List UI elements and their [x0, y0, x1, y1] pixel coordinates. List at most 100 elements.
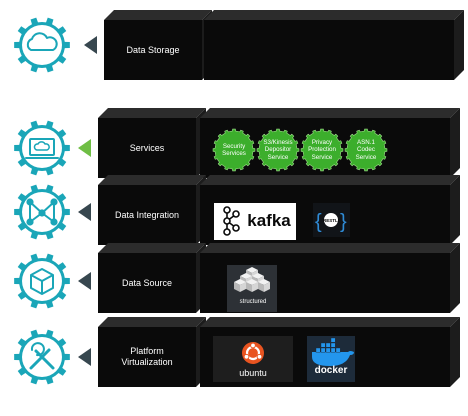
service-badge-label: ASN.1 Codec Service [355, 139, 377, 161]
slab-top-face [204, 10, 464, 20]
structured-logo [227, 265, 277, 312]
slab-front-face [98, 118, 196, 178]
restli-wordmark: RESTLI [322, 217, 339, 223]
docker-container [330, 342, 336, 348]
ubuntu-friend-dot [243, 353, 250, 360]
ubuntu-wordmark: ubuntu [239, 368, 267, 378]
laptop-screen [29, 138, 55, 156]
service-badge [256, 128, 300, 172]
docker-container [335, 347, 341, 353]
layer-label-data-integration: Data Integration [114, 209, 180, 220]
tools-icon [29, 342, 55, 370]
slab-front-face [104, 20, 202, 80]
docker-container [330, 337, 336, 343]
slab-top-face [200, 175, 460, 185]
slab-side-face [450, 108, 460, 178]
layer-label-data-storage: Data Storage [126, 44, 180, 55]
cloud-shape [26, 32, 58, 51]
service-badge-label: S3/Kinesis Depositor Service [263, 139, 293, 161]
slab-top-face [200, 108, 460, 118]
docker-container [315, 347, 321, 353]
slab-side-face [450, 243, 460, 313]
kafka-wordmark: kafka [247, 211, 291, 230]
slab-front-face [98, 253, 196, 313]
slab-side-face [450, 317, 460, 387]
docker-container [330, 347, 336, 353]
kafka-node [232, 224, 240, 232]
kafka-node [223, 228, 231, 236]
slab-side-face [450, 175, 460, 245]
slab-top-face [98, 108, 206, 118]
ubuntu-friend-dot [250, 342, 256, 349]
node-dot [26, 198, 34, 206]
gear-icon [14, 17, 70, 73]
docker-container [325, 342, 331, 348]
layer-label-services: Services [129, 142, 165, 153]
cube-edges [30, 268, 54, 295]
layer-content-slab-data-storage [204, 10, 464, 80]
wrench-shaft [34, 349, 55, 370]
small-cloud [33, 141, 50, 151]
restli-center-dot [324, 213, 338, 227]
structured-cube-right [240, 282, 246, 292]
docker-container [325, 347, 331, 353]
docker-logo [307, 336, 355, 382]
pointer-arrow-icon [78, 139, 91, 157]
kafka-node [223, 206, 231, 214]
node-dot [38, 209, 46, 217]
structured-cube-left [246, 282, 252, 292]
gear-icon [14, 120, 70, 176]
kafka-mark-icon [223, 206, 240, 236]
slab-side-face [454, 10, 464, 80]
service-badge [300, 128, 344, 172]
slab-top-face [104, 10, 212, 20]
layer-slab-data-source [98, 243, 206, 313]
screwdriver-shaft [29, 348, 51, 370]
node-dot [50, 218, 58, 226]
slab-top-face [98, 175, 206, 185]
pointer-arrow-icon [84, 36, 97, 54]
structured-cube-right [264, 282, 270, 292]
structured-cube-left [258, 282, 264, 292]
wrench-head [30, 342, 45, 357]
layer-label-platform-virtualization: Platform Virtualization [121, 346, 173, 367]
service-badge [212, 128, 256, 172]
gear-hub [22, 128, 62, 168]
structured-label: structured [239, 299, 267, 305]
pointer-arrow-icon [78, 272, 91, 290]
laptop-cloud-icon [25, 138, 59, 159]
integration-nodes-icon [26, 198, 58, 226]
kafka-node [223, 217, 231, 225]
layer-label-data-source: Data Source [121, 277, 173, 288]
slab-top-face [200, 317, 460, 327]
docker-wordmark: docker [314, 364, 348, 376]
slab-top-face [98, 243, 206, 253]
restli-logo: {} [313, 203, 350, 237]
kafka-logo [214, 203, 296, 240]
gear-hub [22, 25, 62, 65]
pointer-arrow-icon [78, 203, 91, 221]
slab-front-face [98, 185, 196, 245]
restli-brace-left: { [315, 211, 322, 233]
restli-brace-right: } [340, 211, 347, 233]
service-badge-label: Security Services [222, 142, 246, 157]
service-badge-label: Privacy Protection Service [308, 139, 336, 161]
pointer-arrow-icon [78, 348, 91, 366]
service-badge [344, 128, 388, 172]
ubuntu-logo [213, 336, 293, 382]
cloud-icon [26, 32, 58, 51]
slab-top-face [200, 243, 460, 253]
docker-whale [312, 351, 354, 366]
kafka-node [232, 210, 240, 218]
cube-icon [30, 268, 54, 295]
docker-container [320, 342, 326, 348]
node-dot [26, 218, 34, 226]
slab-front-face [98, 327, 196, 387]
structured-cube-left [234, 282, 240, 292]
node-dot [50, 198, 58, 206]
slab-front-face [204, 20, 454, 80]
slab-top-face [98, 317, 206, 327]
docker-container [320, 347, 326, 353]
